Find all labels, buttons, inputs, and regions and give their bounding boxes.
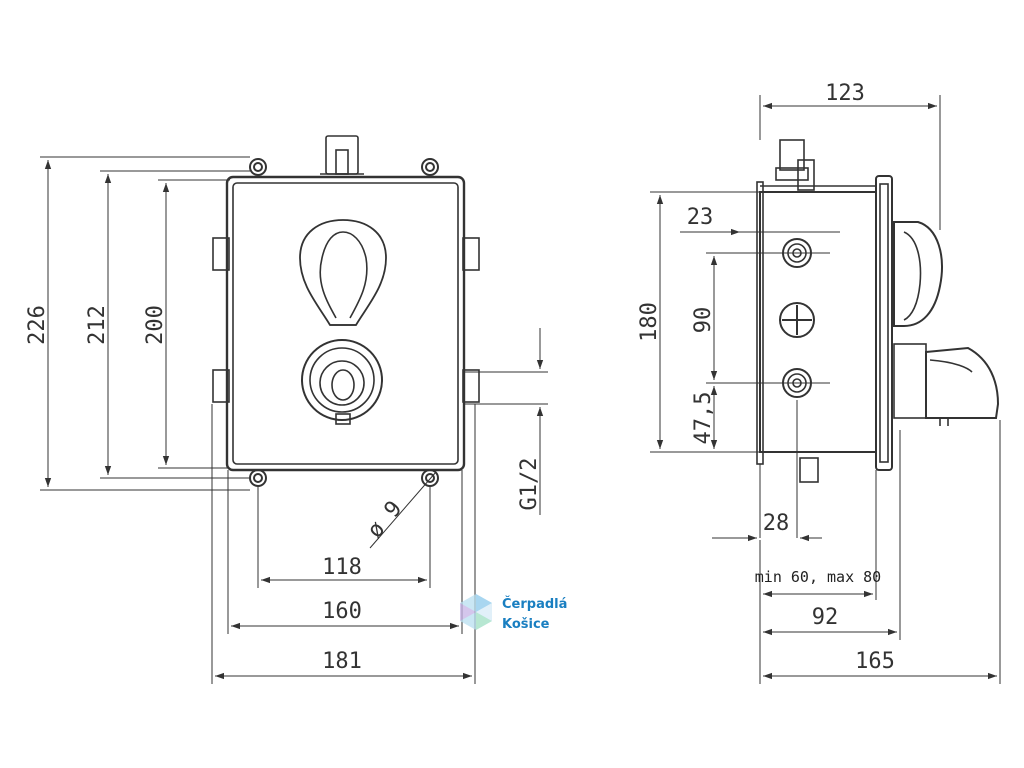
top-port (320, 135, 364, 175)
dim-180: 180 (637, 302, 662, 342)
dim-118: 118 (322, 555, 362, 580)
dim-thread: G1/2 (517, 458, 542, 511)
box-body-inner (232, 182, 459, 465)
side-ports (779, 238, 815, 398)
side-lugs (212, 237, 480, 403)
hexagon-logo-icon (460, 594, 492, 630)
dim-23: 23 (687, 205, 714, 230)
dim-hole-diameter: ø 9 (363, 497, 408, 544)
lever-handle (299, 219, 387, 326)
dim-92: 92 (812, 605, 839, 630)
side-knob (893, 343, 1000, 426)
dim-47-5: 47,5 (691, 392, 716, 445)
side-faceplate (875, 175, 893, 471)
dim-165: 165 (855, 649, 895, 674)
dim-181: 181 (322, 649, 362, 674)
side-dimensions (650, 95, 1001, 684)
watermark-line1: Čerpadlá (502, 596, 567, 612)
dim-226: 226 (25, 305, 50, 345)
watermark-line2: Košice (502, 617, 550, 632)
side-body (759, 191, 877, 453)
side-view (756, 139, 1000, 483)
dim-123: 123 (825, 81, 865, 106)
dim-90: 90 (691, 307, 716, 334)
mounting-holes (249, 158, 439, 487)
side-lever-handle (893, 221, 943, 327)
front-view (212, 135, 480, 487)
dim-160: 160 (322, 599, 362, 624)
dim-200: 200 (143, 305, 168, 345)
watermark-logo: Čerpadlá Košice (460, 594, 567, 632)
dim-28: 28 (763, 511, 790, 536)
dim-min-max: min 60, max 80 (755, 568, 881, 586)
thermostat-knob (301, 339, 383, 425)
dim-212: 212 (85, 305, 110, 345)
box-body-outer (225, 175, 466, 472)
side-top-fittings (760, 139, 876, 191)
